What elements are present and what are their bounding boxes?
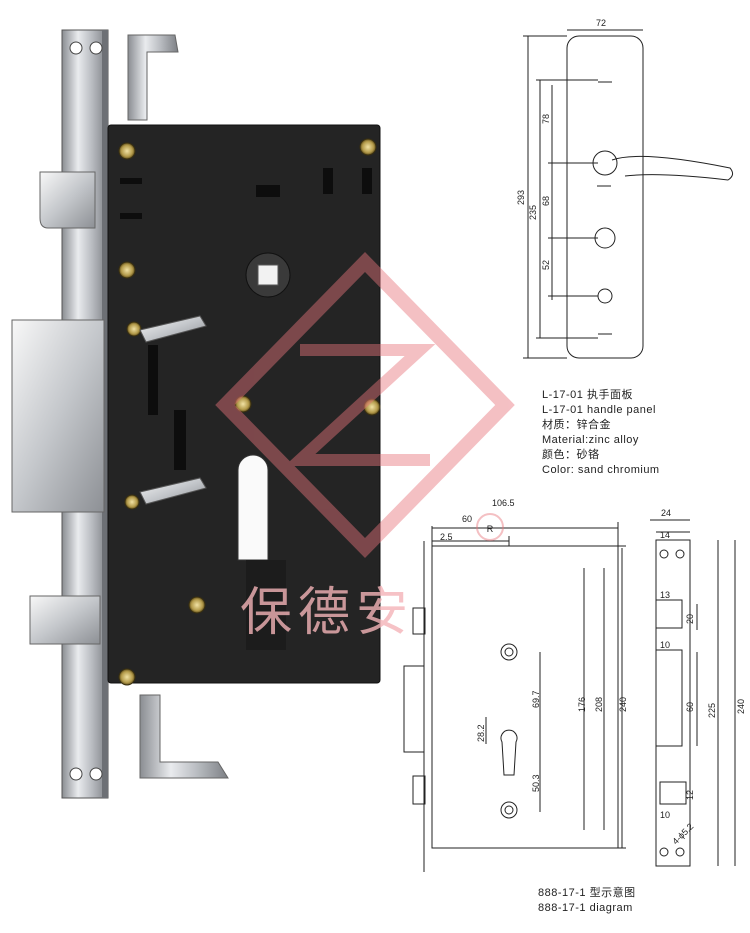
lock-photo xyxy=(11,29,381,799)
dim-69-7: 69.7 xyxy=(531,690,541,708)
caption-color-cn: 颜色：砂铬 xyxy=(542,449,600,461)
dim-176: 176 xyxy=(577,697,587,712)
dim-240: 240 xyxy=(618,697,628,712)
dim-50-3: 50.3 xyxy=(531,774,541,792)
dim-20: 20 xyxy=(685,614,695,624)
dim-235: 235 xyxy=(528,205,538,220)
registered-mark: R xyxy=(487,524,494,534)
diagram-caption-en: 888-17-1 diagram xyxy=(538,902,633,914)
watermark-logo xyxy=(215,251,515,559)
caption-color-en: Color: sand chromium xyxy=(542,464,660,476)
dim-240-side: 240 xyxy=(736,699,746,714)
dim-holes: 4-ϕ5.2 xyxy=(670,821,695,846)
dim-28-2: 28.2 xyxy=(476,724,486,742)
lock-body-caption: 888-17-1 型示意图 888-17-1 diagram xyxy=(538,886,636,916)
dim-106-5: 106.5 xyxy=(492,498,515,508)
watermark-brand: 保德安 xyxy=(240,583,415,643)
dim-60-side: 60 xyxy=(685,702,695,712)
diagram-caption-cn: 888-17-1 型示意图 xyxy=(538,887,636,899)
lock-body-drawing xyxy=(403,519,736,872)
dim-2-5: 2.5 xyxy=(440,532,453,542)
dim-10b: 10 xyxy=(660,810,670,820)
handle-panel-caption: L-17-01 执手面板 L-17-01 handle panel 材质：锌合金… xyxy=(542,388,660,478)
caption-material-en: Material:zinc alloy xyxy=(542,434,639,446)
dim-68: 68 xyxy=(541,196,551,206)
dim-24: 24 xyxy=(661,508,671,518)
dim-52: 52 xyxy=(541,260,551,270)
dim-13: 13 xyxy=(660,590,670,600)
caption-model-en: L-17-01 handle panel xyxy=(542,404,656,416)
dim-width-72: 72 xyxy=(596,18,606,28)
dim-12: 12 xyxy=(685,790,695,800)
dim-60: 60 xyxy=(462,514,472,524)
dim-14: 14 xyxy=(660,530,670,540)
dim-10a: 10 xyxy=(660,640,670,650)
dim-208: 208 xyxy=(594,697,604,712)
dim-293: 293 xyxy=(516,190,526,205)
dim-225: 225 xyxy=(707,703,717,718)
caption-material-cn: 材质：锌合金 xyxy=(542,419,611,431)
dim-78: 78 xyxy=(541,114,551,124)
handle-panel-drawing xyxy=(523,29,734,359)
caption-model-cn: L-17-01 执手面板 xyxy=(542,389,633,401)
